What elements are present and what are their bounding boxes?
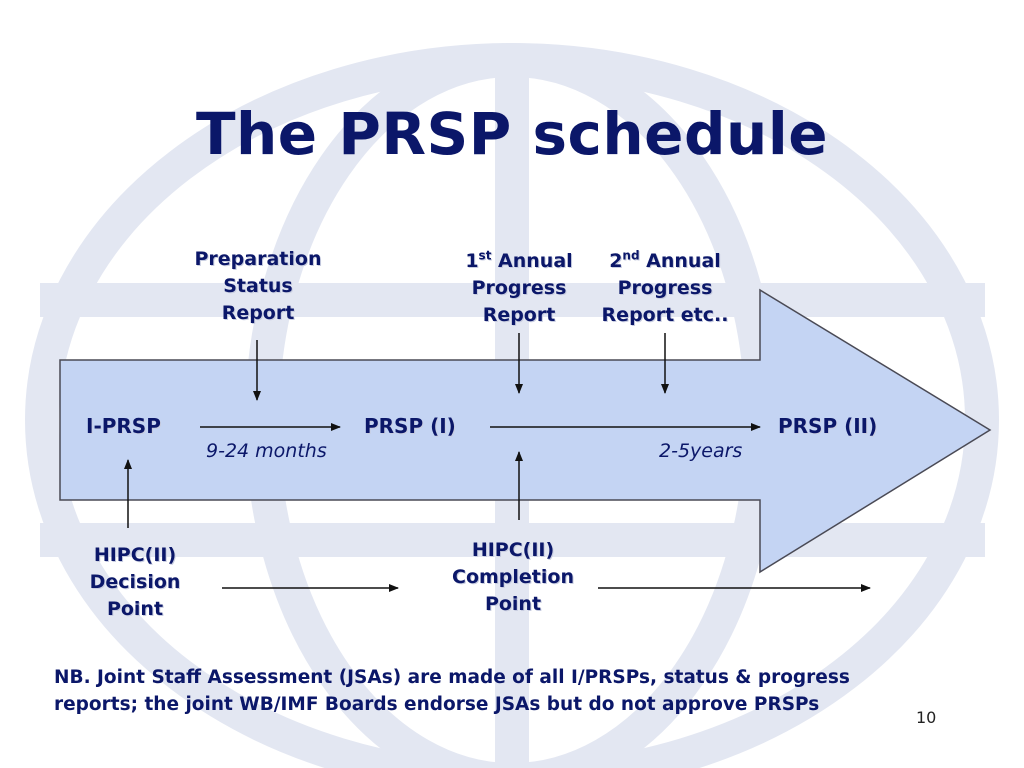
node-prsp-i: PRSP (I) <box>364 414 456 438</box>
ordinal-number: 2 <box>609 250 623 272</box>
label-line: Progress <box>617 277 713 299</box>
footnote: NB. Joint Staff Assessment (JSAs) are ma… <box>54 664 954 718</box>
ordinal-number: 1 <box>465 250 479 272</box>
label-text: Annual <box>639 250 721 272</box>
timeline-big-arrow <box>59 288 992 574</box>
label-line: HIPC(II) <box>471 539 555 561</box>
label-preparation-status-report: Preparation Status Report <box>178 246 338 327</box>
label-line: Point <box>106 598 164 620</box>
slide-title: The PRSP schedule <box>195 100 829 168</box>
label-line: Report <box>221 302 295 324</box>
label-line: Report etc.. <box>601 304 729 326</box>
label-line: 2nd Annual <box>586 248 744 275</box>
label-line: Report <box>482 304 556 326</box>
node-i-prsp: I-PRSP <box>86 414 161 438</box>
label-line: 1st Annual <box>440 248 598 275</box>
page-number: 10 <box>916 708 937 727</box>
footnote-line: NB. Joint Staff Assessment (JSAs) are ma… <box>54 667 850 688</box>
node-prsp-ii: PRSP (II) <box>778 414 878 438</box>
duration-second: 2-5years <box>659 440 743 462</box>
footnote-line: reports; the joint WB/IMF Boards endorse… <box>54 694 820 715</box>
label-line: Completion <box>452 566 574 588</box>
label-line: Progress <box>471 277 567 299</box>
label-first-annual-progress-report: 1st Annual Progress Report <box>440 248 598 329</box>
label-line: Point <box>484 593 542 615</box>
label-line: Decision <box>89 571 181 593</box>
ordinal-suffix: nd <box>622 248 640 263</box>
label-hipc-decision-point: HIPC(II) Decision Point <box>60 542 210 623</box>
label-text: Annual <box>491 250 573 272</box>
label-line: Status <box>223 275 293 297</box>
label-second-annual-progress-report: 2nd Annual Progress Report etc.. <box>586 248 744 329</box>
label-line: HIPC(II) <box>93 544 177 566</box>
label-hipc-completion-point: HIPC(II) Completion Point <box>433 537 593 618</box>
duration-first: 9-24 months <box>206 440 327 462</box>
ordinal-suffix: st <box>478 248 492 263</box>
label-line: Preparation <box>194 248 322 270</box>
